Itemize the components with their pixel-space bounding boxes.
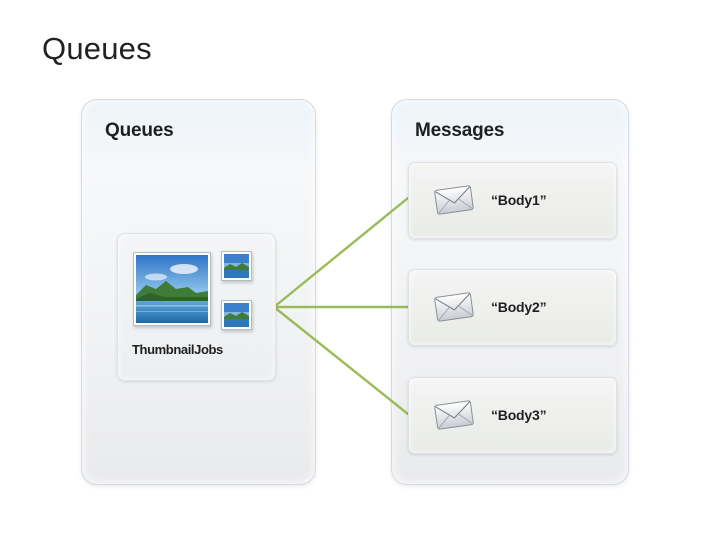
message-item[interactable]: “Body1”: [408, 162, 617, 239]
message-body: “Body2”: [491, 299, 547, 315]
slide-title: Queues: [42, 31, 152, 66]
envelope-icon: [432, 289, 476, 325]
envelope-icon: [432, 182, 476, 218]
message-item[interactable]: “Body2”: [408, 269, 617, 346]
picture-large-icon: [133, 252, 211, 326]
queue-name: ThumbnailJobs: [132, 342, 223, 357]
messages-panel-title: Messages: [415, 120, 505, 141]
queue-item-thumbnailjobs[interactable]: ThumbnailJobs: [117, 233, 276, 381]
message-body: “Body3”: [491, 407, 547, 423]
envelope-icon: [432, 397, 476, 433]
message-item[interactable]: “Body3”: [408, 377, 617, 454]
picture-small-icon: [221, 300, 252, 330]
picture-small-icon: [221, 251, 252, 281]
queues-panel-title: Queues: [105, 120, 174, 141]
message-body: “Body1”: [491, 192, 547, 208]
